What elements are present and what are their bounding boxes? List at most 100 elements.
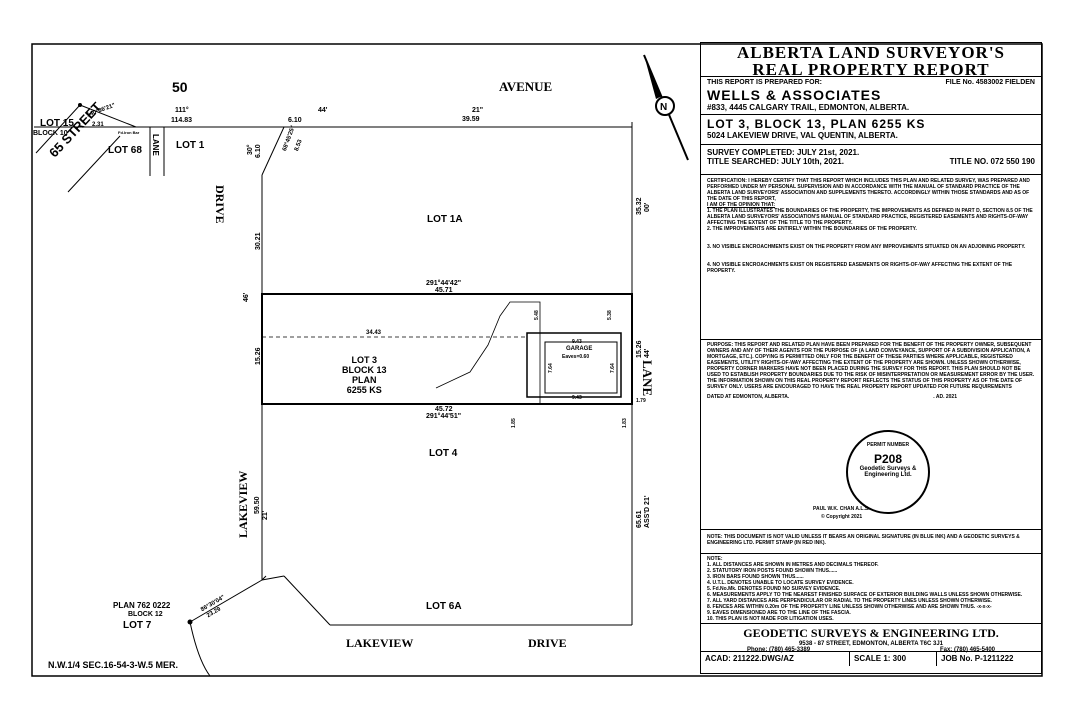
title-line-2: REAL PROPERTY REPORT [752,60,990,79]
dim-label: 114.83 [171,117,193,124]
dim-label: 5.38 [607,310,613,320]
legal-subdivision-label: N.W.1/4 SEC.16-54-3-W.5 MER. [48,660,179,670]
street-label-lakeview-bottom: LAKEVIEW [346,636,414,650]
notes-list: 1. ALL DISTANCES ARE SHOWN IN METRES AND… [707,562,1035,622]
garage-label: GARAGE [566,346,593,352]
opinion-1: 1. THE PLAN ILLUSTRATES THE BOUNDARIES O… [707,208,1033,226]
lot1a-label: LOT 1A [427,214,463,225]
dim-label: 21" [472,107,484,114]
note-item: 8. FENCES ARE WITHIN 0.20m OF THE PROPER… [707,604,992,610]
svg-text:N: N [660,102,667,113]
opinion-4: 4. NO VISIBLE ENCROACHMENTS EXIST ON REG… [707,262,1013,274]
opinion-2: 2. THE IMPROVEMENTS ARE ENTIRELY WITHIN … [707,226,917,232]
notes-section: NOTE: 1. ALL DISTANCES ARE SHOWN IN METR… [701,554,1041,624]
note-item: 3. IRON BARS FOUND SHOWN THUS...... [707,574,804,580]
job-number: JOB No. P-1211222 [941,654,1014,663]
street-label-drive: DRIVE [213,185,227,224]
dim-label: 9.43 [572,395,582,401]
dated-year: . AD. 2021 [933,394,957,400]
plan762-label: PLAN 762 0222 [113,601,171,610]
property-section: LOT 3, BLOCK 13, PLAN 6255 KS 5024 LAKEV… [701,115,1041,145]
survey-completed: SURVEY COMPLETED: JULY 21st, 2021. [707,148,860,157]
opinion-heading: I AM OF THE OPINION THAT: [707,202,776,208]
dim-label: 45.71 [435,287,453,294]
company-address: 9538 - 87 STREET, EDMONTON, ALBERTA T6C … [798,641,944,647]
lot6a-label: LOT 6A [426,601,462,612]
dim-label: 291°44'51" [426,413,462,420]
purpose-section: PURPOSE: THIS REPORT AND RELATED PLAN HA… [701,340,1041,530]
street-label-lakeview-left: LAKEVIEW [236,470,250,538]
dim-label: 9.43 [572,339,582,345]
note-item: 6. MEASUREMENTS APPLY TO THE NEAREST FIN… [707,592,1023,598]
drawing-scale: SCALE 1: 300 [850,652,937,666]
dim-label: 30.21 [255,232,262,250]
purpose-text: PURPOSE: THIS REPORT AND RELATED PLAN HA… [707,342,1035,390]
company-phone: Phone: (780) 465-3389 [747,647,811,653]
dim-label: 35.32 [636,197,643,215]
dim-label: 44' [644,348,651,358]
note-item: 1. ALL DISTANCES ARE SHOWN IN METRES AND… [707,562,879,568]
street-label-50: 50 [172,79,188,95]
validity-note: NOTE: THIS DOCUMENT IS NOT VALID UNLESS … [701,530,1041,554]
copyright-note: © Copyright 2021 [821,514,863,520]
dim-label: 46' [243,292,250,302]
stamp-permit-label: PERMIT NUMBER [866,442,910,448]
note-item: 2. STATUTORY IRON POSTS FOUND SHOWN THUS… [707,568,838,574]
notes-title: NOTE: [707,556,723,562]
dim-label: 7.64 [610,363,616,373]
permit-stamp: PERMIT NUMBER P208 Geodetic Surveys & En… [846,430,930,514]
street-label-avenue: AVENUE [499,79,553,94]
dim-label: 7.64 [548,363,554,373]
dim-label: 5.48 [534,310,540,320]
signer-name: PAUL W.K. CHAN A.L.S. [813,506,870,512]
file-number: FILE No. 4583002 FIELDEN [945,79,1035,86]
dated-at: DATED AT EDMONTON, ALBERTA. [707,394,790,400]
dim-label: 65.61 [636,510,643,528]
dim-label: ASS'D 21' [644,495,651,528]
opinion-3: 3. NO VISIBLE ENCROACHMENTS EXIST ON THE… [707,244,1026,250]
report-title: ALBERTA LAND SURVEYOR'S REAL PROPERTY RE… [701,43,1041,79]
street-label-lane: LANE [640,360,655,397]
iron-bar-note: Fd.Iron Bar [118,130,140,135]
company-fax: Fax: (780) 465-5400 [939,647,995,653]
dim-label: 39.59 [462,116,480,123]
property-address: 5024 LAKEVIEW DRIVE, VAL QUENTIN, ALBERT… [707,131,898,140]
dim-label: 59.50 [254,496,261,514]
client-section: THIS REPORT IS PREPARED FOR:FILE No. 458… [701,77,1041,115]
note-item: 4. U.T.L. DENOTES UNABLE TO LOCATE SURVE… [707,580,854,586]
acad-file: ACAD: 211222.DWG/AZ [701,652,850,666]
dim-label: 00' [644,202,651,212]
dim-label: 1.85 [511,418,517,428]
company-section: GEODETIC SURVEYS & ENGINEERING LTD. 9538… [701,624,1041,653]
report-panel: ALBERTA LAND SURVEYOR'S REAL PROPERTY RE… [700,42,1042,674]
dates-section: SURVEY COMPLETED: JULY 21st, 2021. TITLE… [701,145,1041,175]
stamp-permit-number: P208 [873,452,903,466]
block10-label: BLOCK 10 [33,130,68,137]
dim-label: 44' [318,107,328,114]
validity-text: NOTE: THIS DOCUMENT IS NOT VALID UNLESS … [707,534,1020,546]
dim-label: 6.10 [255,144,262,158]
dim-label: 15.26 [636,340,643,358]
lot7-label: LOT 7 [123,620,152,631]
certification-text: CERTIFICATION: I HEREBY CERTIFY THAT THI… [707,178,1030,202]
title-number: TITLE NO. 072 550 190 [949,157,1035,166]
north-arrow-icon: N [643,54,689,161]
dim-label: 2.31 [92,122,104,128]
title-line-1: ALBERTA LAND SURVEYOR'S [736,43,1006,62]
block12-label: BLOCK 12 [128,611,163,618]
dim-label: 6.10 [288,117,302,124]
note-item: 9. EAVES DIMENSIONED ARE TO THE LINE OF … [707,610,851,616]
dim-label: 34.43 [366,330,382,336]
stamp-company: Geodetic Surveys & Engineering Ltd. [859,466,917,478]
company-name: GEODETIC SURVEYS & ENGINEERING LTD. [743,626,999,640]
street-label-drive-bottom: DRIVE [528,636,567,650]
drawing-info-row: ACAD: 211222.DWG/AZ SCALE 1: 300 JOB No.… [701,652,1041,666]
dim-label: 15.26 [255,347,262,365]
lot1-label: LOT 1 [176,140,205,151]
lane-label-small: LANE [151,134,160,156]
dim-label: 111° [175,107,189,114]
client-address: #833, 4445 CALGARY TRAIL, EDMONTON, ALBE… [707,103,910,112]
